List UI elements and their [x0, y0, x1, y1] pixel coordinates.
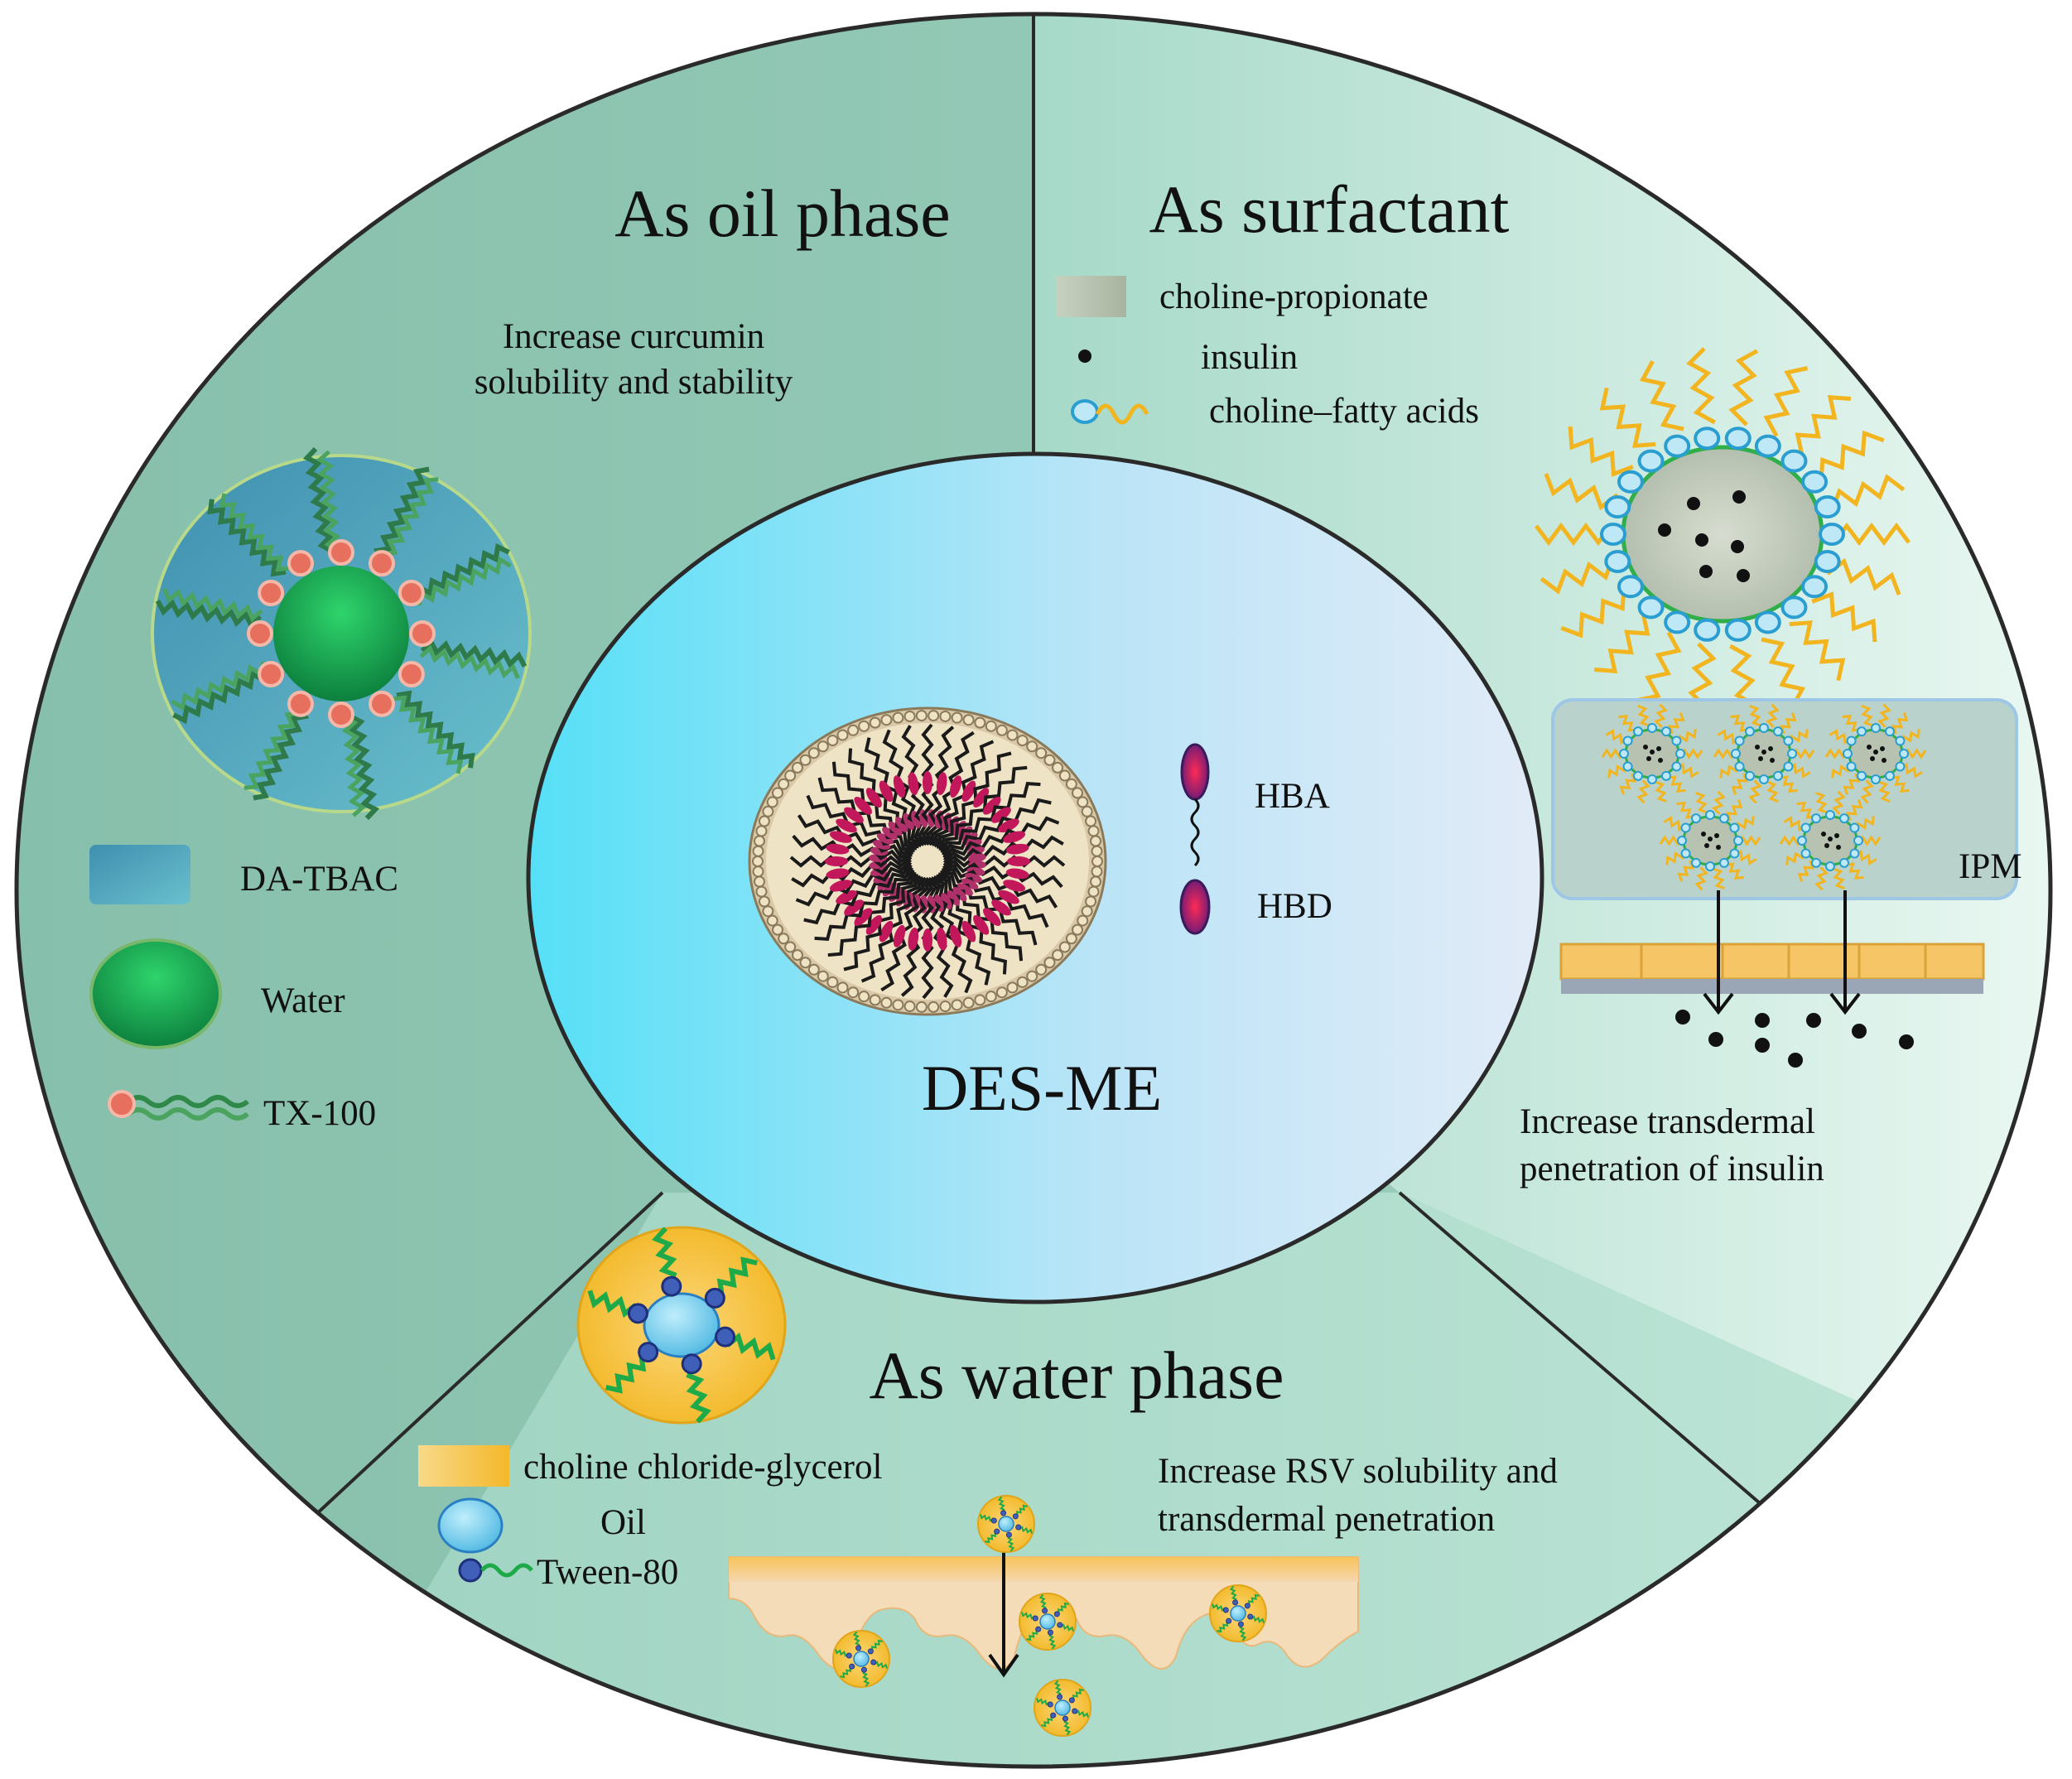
penetration-arrow-icon: [1703, 890, 1861, 1015]
hbd-molecule-icon: [1179, 879, 1211, 935]
insulin-label: insulin: [1201, 338, 1298, 377]
tx100-surfactant-icon: [108, 1090, 249, 1121]
oil-droplet-icon: [437, 1497, 504, 1554]
released-insulin-dots: [1675, 1010, 1914, 1068]
oil-phase-title: As oil phase: [614, 176, 950, 251]
divider-left: [313, 1191, 664, 1517]
choline-chloride-glycerol-label: choline chloride-glycerol: [523, 1448, 882, 1487]
surfactant-desc-line2: penetration of insulin: [1520, 1150, 1824, 1188]
tween80-label: Tween-80: [537, 1553, 678, 1592]
choline-chloride-glycerol-swatch: [418, 1445, 509, 1487]
water-label: Water: [261, 981, 345, 1020]
water-phase-section: As water phase choline chloride-glycerol…: [418, 1226, 1558, 1737]
oil-label: Oil: [600, 1503, 646, 1542]
skin-cross-section-icon: [728, 1556, 1359, 1670]
choline-propionate-swatch: [1056, 276, 1126, 317]
hba-label: HBA: [1255, 777, 1330, 816]
oil-phase-microemulsion-icon: [151, 446, 532, 821]
water-phase-desc-line2: transdermal penetration: [1158, 1500, 1495, 1539]
choline-fatty-acids-label: choline–fatty acids: [1209, 392, 1479, 431]
choline-fatty-acid-icon: [1071, 399, 1149, 425]
water-droplet-icon: [89, 938, 222, 1049]
center-title: DES-ME: [922, 1052, 1162, 1124]
surfactant-section: As surfactant choline-propionate insulin…: [1056, 171, 2021, 1188]
da-tbac-swatch: [89, 845, 190, 904]
insulin-dot-icon: [1078, 350, 1091, 363]
tx100-label: TX-100: [263, 1094, 376, 1133]
oil-phase-section: As oil phase Increase curcumin solubilit…: [89, 176, 951, 1133]
center-circle: HBA HBD DES-ME: [526, 451, 1544, 1304]
hba-molecule-icon: [1180, 743, 1210, 867]
oil-phase-desc-line2: solubility and stability: [475, 363, 793, 402]
water-phase-microemulsion-icon: [576, 1226, 787, 1425]
des-micelle-icon: [748, 706, 1107, 1016]
oil-phase-desc-line1: Increase curcumin: [503, 317, 764, 356]
outer-circle-border: [14, 12, 2053, 1769]
ipm-container: [1551, 698, 2018, 900]
water-phase-title: As water phase: [870, 1338, 1284, 1413]
da-tbac-label: DA-TBAC: [240, 860, 398, 899]
reverse-micelle-icon: [1535, 347, 1911, 721]
tween80-surfactant-icon: [458, 1558, 533, 1583]
ipm-micelles: [1601, 703, 1927, 891]
surfactant-title: As surfactant: [1149, 171, 1510, 247]
small-microemulsion-droplets: [832, 1495, 1267, 1737]
water-phase-desc-line1: Increase RSV solubility and: [1158, 1452, 1558, 1491]
skin-layer-icon: [1559, 943, 1985, 994]
surfactant-desc-line1: Increase transdermal: [1520, 1102, 1815, 1141]
hbd-label: HBD: [1257, 887, 1332, 926]
choline-propionate-label: choline-propionate: [1159, 277, 1429, 316]
divider-right: [1398, 1191, 1761, 1505]
ipm-label: IPM: [1959, 847, 2021, 886]
